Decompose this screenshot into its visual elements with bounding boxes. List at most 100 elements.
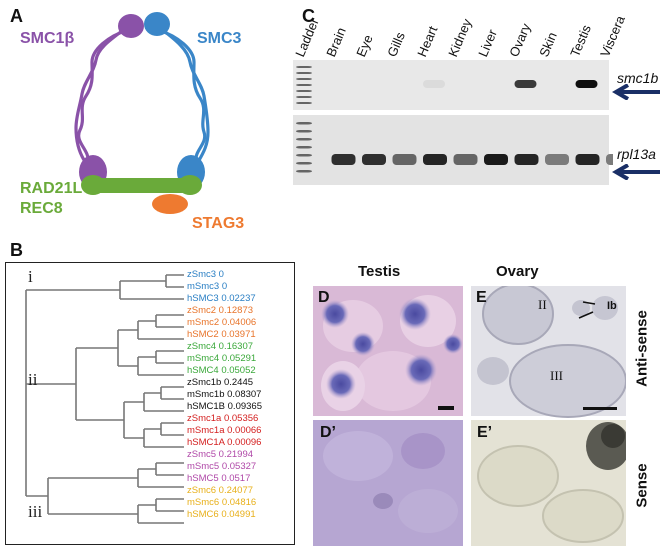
- panel-d-letter: D: [318, 289, 330, 306]
- rt-pcr-gel: [293, 60, 613, 185]
- tree-leaf-label: zSmc3 0: [187, 269, 224, 280]
- image-d-prime-testis-sense: [313, 420, 463, 546]
- ladder-band: [296, 78, 312, 80]
- clade-i-label: i: [28, 267, 33, 286]
- tree-leaf-label: hSMC6 0.04991: [187, 509, 256, 520]
- tree-leaf-label: mSmc1a 0.00066: [187, 425, 262, 436]
- gel-bottom-background: [293, 115, 609, 185]
- tree-leaf-label: hSMC1B 0.09365: [187, 401, 262, 412]
- ladder-band: [296, 66, 312, 68]
- tree-leaf-label: mSmc1b 0.08307: [187, 389, 262, 400]
- lane-label: Heart: [414, 23, 441, 59]
- image-e-prime-ovary-sense: [471, 420, 626, 546]
- ladder-band: [296, 102, 312, 104]
- lane-label: Testis: [566, 22, 594, 59]
- ladder-band: [296, 96, 312, 98]
- tree-branches: [25, 274, 184, 524]
- lane-label: Kidney: [444, 16, 475, 59]
- smc3-label: SMC3: [197, 30, 242, 47]
- image-d-testis-antisense: [313, 286, 463, 416]
- stag3-label: STAG3: [192, 215, 245, 232]
- rpl13a-band: [514, 154, 539, 165]
- rpl13a-band: [484, 154, 508, 165]
- smc3-arm: [156, 26, 210, 164]
- tree-leaf-label: hSMC2 0.03971: [187, 329, 256, 340]
- panel-a-letter: A: [10, 6, 23, 26]
- ladder-band: [296, 84, 312, 86]
- panel-c-letter: C: [302, 6, 315, 26]
- rpl13a-band: [453, 154, 478, 165]
- tree-leaf-label: mSmc4 0.05291: [187, 353, 257, 364]
- lane-label: Brain: [322, 25, 349, 59]
- rpl13a-band: [331, 154, 356, 165]
- rpl13a-band: [575, 154, 600, 165]
- lane-label: Eye: [353, 32, 376, 59]
- smc1b-hinge: [118, 14, 144, 38]
- smc3-hinge: [144, 12, 170, 36]
- tree-leaf-label: hSMC5 0.0517: [187, 473, 251, 484]
- smc1b-arrow-icon: [612, 84, 660, 100]
- rpl13a-arrow-icon: [612, 164, 660, 180]
- ladder-band: [296, 130, 312, 133]
- stage-ib-label: Ib: [607, 300, 617, 312]
- smc1b-band: [575, 80, 598, 88]
- rpl13a-band: [423, 154, 447, 165]
- tree-leaf-label: mSmc3 0: [187, 281, 228, 292]
- tree-leaf-label: mSmc2 0.04006: [187, 317, 257, 328]
- lane-label: Viscera: [597, 13, 628, 60]
- rpl13a-gene-label: rpl13a: [617, 146, 656, 162]
- tree-leaf-label: hSMC3 0.02237: [187, 293, 256, 304]
- tree-leaf-label: zSmc6 0.24077: [187, 485, 254, 496]
- tree-leaf-label: hSMC4 0.05052: [187, 365, 256, 376]
- lane-label: Skin: [536, 29, 560, 59]
- tree-leaf-label: hSMC1A 0.00096: [187, 437, 262, 448]
- ladder-band: [296, 146, 312, 149]
- tree-leaf-label: mSmc5 0.05327: [187, 461, 257, 472]
- stage-ii-label: II: [538, 297, 547, 312]
- panel-d-prime-letter: D’: [320, 424, 336, 441]
- cohesin-diagram: [74, 12, 210, 214]
- tree-leaf-label: mSmc6 0.04816: [187, 497, 257, 508]
- rad21l-bar: [93, 178, 189, 193]
- panel-b-letter: B: [10, 240, 23, 260]
- smc1b-arm: [74, 26, 130, 164]
- tree-leaf-label: zSmc1a 0.05356: [187, 413, 259, 424]
- rad21l-end-left: [81, 175, 105, 195]
- smc1b-gene-label: smc1b: [617, 70, 659, 86]
- ladder-band: [296, 138, 312, 141]
- smc1b-band: [514, 80, 537, 88]
- ladder-band: [296, 122, 312, 125]
- rpl13a-band: [545, 154, 569, 165]
- smc1b-band: [423, 80, 445, 88]
- rpl13a-band: [606, 154, 613, 165]
- lane-label: Ladder: [292, 15, 322, 59]
- ovary-title: Ovary: [496, 263, 539, 280]
- ladder-band: [296, 72, 312, 74]
- stag3-blob: [152, 194, 188, 214]
- rec8-label: REC8: [20, 200, 63, 217]
- lane-label: Liver: [475, 27, 501, 59]
- histology-images: [313, 286, 626, 546]
- ladder-band: [296, 170, 312, 173]
- lane-label: Gills: [383, 29, 408, 59]
- rpl13a-band: [362, 154, 386, 165]
- antisense-label: Anti-sense: [633, 310, 651, 387]
- clade-iii-label: iii: [28, 502, 43, 521]
- rad21l-end-right: [178, 175, 202, 195]
- ladder-band: [296, 162, 312, 165]
- gel-top-background: [293, 60, 609, 110]
- rad21l-label: RAD21L: [20, 180, 83, 197]
- tree-leaf-label: zSmc1b 0.2445: [187, 377, 254, 388]
- stage-iii-label: III: [550, 368, 563, 383]
- smc1b-label: SMC1β: [20, 30, 75, 47]
- lane-label: Ovary: [505, 21, 534, 59]
- rpl13a-band: [392, 154, 417, 165]
- tree-leaf-label: zSmc5 0.21994: [187, 449, 254, 460]
- ladder-band: [296, 154, 312, 157]
- tree-leaf-label: zSmc4 0.16307: [187, 341, 254, 352]
- ladder-band: [296, 90, 312, 92]
- clade-ii-label: ii: [28, 370, 38, 389]
- panel-e-prime-letter: E’: [477, 424, 493, 441]
- sense-label: Sense: [633, 463, 651, 508]
